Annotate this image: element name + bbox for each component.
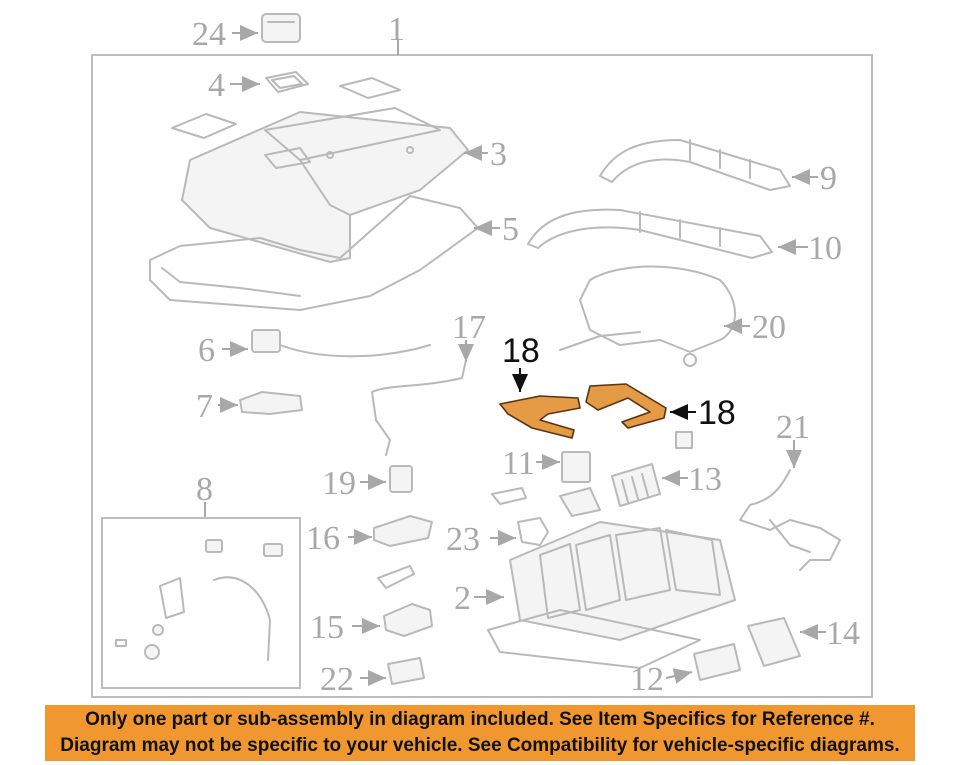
part-2-battery-stack: [487, 521, 736, 669]
part-13-grille: [611, 463, 661, 507]
part-24-sensor: [261, 13, 301, 43]
callout-24: 24: [192, 16, 226, 53]
part-3-battery-cover: [181, 107, 469, 263]
callout-6: 6: [198, 332, 215, 369]
part-18-bracket-right: [585, 383, 667, 429]
callout-1: 1: [388, 11, 405, 48]
part-8-detail-box: [101, 517, 301, 689]
part-bracket-misc-b: [559, 487, 601, 517]
callout-3: 3: [490, 136, 507, 173]
part-20-harness: [559, 265, 736, 367]
callout-10: 10: [808, 230, 842, 267]
part-7-bracket: [239, 391, 303, 415]
callout-20: 20: [752, 309, 786, 346]
part-21-harness: [739, 469, 841, 571]
callout-23: 23: [446, 521, 480, 558]
part-small-clip: [675, 431, 693, 449]
callout-17: 17: [452, 309, 486, 346]
parts-diagram: 1 24 4 3 5 9 10: [91, 11, 873, 698]
banner-line-2: Diagram may not be specific to your vehi…: [60, 735, 900, 756]
callout-18-right: 18: [698, 394, 736, 432]
callout-11: 11: [502, 445, 535, 482]
callout-12: 12: [630, 661, 664, 698]
part-10-duct: [527, 208, 773, 259]
part-16-module: [373, 515, 433, 547]
part-11-plate: [561, 451, 591, 483]
banner-line-1: Only one part or sub-assembly in diagram…: [85, 709, 875, 730]
part-bracket-misc-a: [491, 487, 527, 505]
part-9-duct: [599, 139, 791, 191]
callout-4: 4: [208, 67, 225, 104]
callout-5: 5: [502, 211, 519, 248]
label-plate-a: [339, 77, 401, 99]
callout-16: 16: [306, 520, 340, 557]
part-18-bracket-left: [499, 395, 581, 439]
callout-19: 19: [322, 465, 356, 502]
callout-13: 13: [688, 461, 722, 498]
part-8-fasteners: [115, 539, 283, 661]
part-12-pad: [693, 643, 741, 681]
callout-21: 21: [776, 409, 810, 446]
part-4-pad: [265, 71, 309, 93]
part-15-switch: [383, 603, 433, 637]
part-22-connector: [387, 657, 425, 685]
assembly-frame: [91, 54, 873, 698]
part-23-bracket: [517, 517, 549, 546]
part-6-relay-harness: [251, 329, 431, 358]
callout-8: 8: [196, 471, 213, 508]
callout-18-left: 18: [502, 332, 540, 370]
callout-15: 15: [310, 609, 344, 646]
part-19-connector: [389, 465, 413, 493]
callout-9: 9: [820, 160, 837, 197]
part-5-tray: [149, 195, 479, 311]
callout-7: 7: [196, 388, 213, 425]
disclaimer-banner: Only one part or sub-assembly in diagram…: [45, 705, 915, 761]
part-14-module: [747, 617, 801, 667]
part-17-cable: [371, 359, 467, 456]
callout-14: 14: [826, 615, 860, 652]
label-plate-b: [171, 113, 237, 139]
callout-22: 22: [320, 661, 354, 698]
callout-2: 2: [454, 580, 471, 617]
part-bracket-misc-c: [377, 565, 415, 589]
